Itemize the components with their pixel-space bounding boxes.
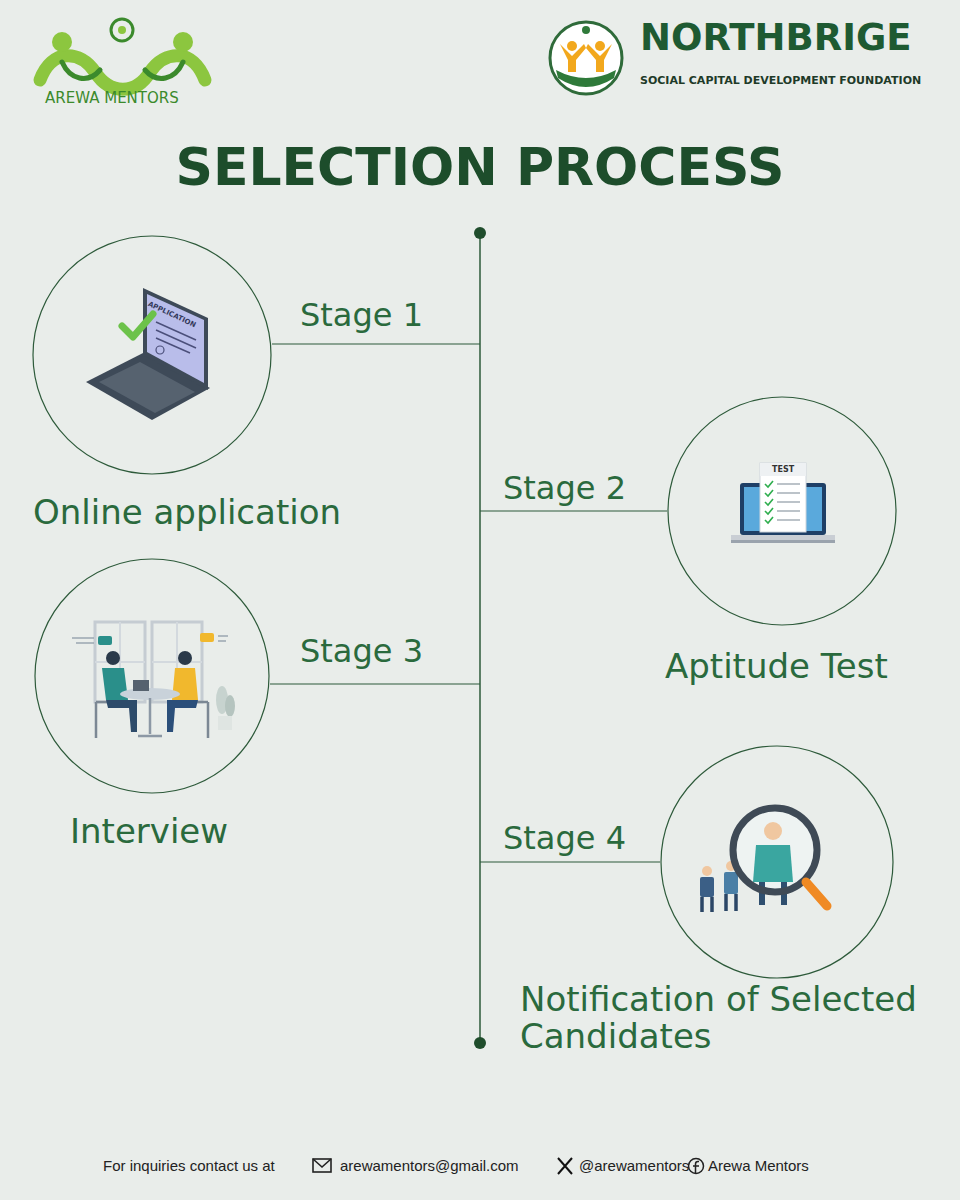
laptop-base [731, 540, 835, 543]
circle-outline [668, 397, 896, 625]
stage-branch [480, 510, 667, 511]
document-seal [156, 346, 164, 354]
search-illustration [700, 808, 827, 912]
circle-outline [33, 236, 271, 474]
person-body [724, 872, 738, 894]
logo-head [595, 41, 605, 51]
laptop-illustration [86, 288, 210, 420]
x-icon [558, 1158, 572, 1174]
person-legs [167, 700, 198, 732]
magnifier-handle [806, 882, 827, 906]
speech-bubble [98, 636, 112, 645]
stage-number: Stage 3 [300, 632, 423, 670]
contact-text: For inquiries contact us at [103, 1157, 275, 1175]
stage-name: Online application [33, 494, 433, 531]
stage-circle: Aptitude Test [667, 396, 897, 626]
circle-outline [35, 559, 269, 793]
logo-figure [560, 44, 586, 72]
stage-name: Interview [70, 813, 370, 850]
logo-emblem [118, 26, 126, 34]
circle-outline [32, 235, 272, 475]
stage-name: Notification of Selected Candidates [520, 981, 950, 1055]
check-mark [122, 314, 153, 337]
diagram-title: SELECTION PROCESS [0, 137, 960, 197]
test-checks [765, 481, 773, 523]
person-head [178, 651, 192, 665]
logo-ground [556, 70, 616, 87]
plant-pot [218, 716, 232, 730]
facebook-icon [693, 1162, 699, 1174]
logo-name: AREWA MENTORS [45, 89, 179, 107]
laptop-screen [143, 288, 208, 390]
person-legs [726, 894, 736, 911]
stage-branch [270, 683, 480, 684]
northbrige-logo [550, 22, 622, 94]
speech-lines [218, 636, 228, 641]
document-line [156, 330, 196, 348]
mail-icon [313, 1159, 331, 1172]
person-body [753, 845, 793, 882]
logo-head [173, 32, 193, 52]
stage-circle: Notification of Selected Candidates [660, 745, 894, 979]
circle-outline [34, 558, 270, 794]
speech-lines [72, 638, 94, 643]
stage-branch [480, 861, 660, 862]
table-stand [138, 698, 162, 736]
person-legs [106, 700, 137, 732]
mail-icon [313, 1159, 331, 1167]
logo-head [567, 41, 577, 51]
logo-arms [62, 62, 183, 78]
plant [225, 695, 235, 717]
laptop [133, 680, 149, 691]
person-legs [702, 897, 712, 912]
logo-subtitle: SOCIAL CAPITAL DEVELOPMENT FOUNDATION [640, 74, 921, 87]
timeline-line [479, 233, 481, 1043]
facebook-icon [689, 1159, 704, 1174]
laptop-base [731, 535, 835, 540]
arewa-logo [40, 19, 205, 89]
timeline-dot [474, 1037, 486, 1049]
circle-outline [661, 746, 893, 978]
stage-circle: Online application [32, 235, 272, 475]
interview-illustration [72, 622, 235, 738]
circle-outline [660, 745, 894, 979]
window-frame [95, 622, 202, 702]
test-lines [777, 484, 800, 520]
logo-figures [40, 56, 205, 90]
test-illustration [731, 463, 835, 543]
stage-number: Stage 2 [503, 469, 626, 507]
laptop-display [147, 294, 204, 383]
test-paper [760, 463, 806, 532]
stage-number: Stage 4 [503, 819, 626, 857]
test-header [760, 463, 806, 476]
stage-number: Stage 1 [300, 296, 423, 334]
stage-circle: Interview [34, 558, 270, 794]
logo-dot [582, 26, 590, 34]
person-head [702, 866, 712, 876]
circle-outline [667, 396, 897, 626]
person-head [106, 651, 120, 665]
person-head [764, 822, 782, 840]
timeline [270, 227, 667, 1049]
logo-head [52, 32, 72, 52]
stage-branch [272, 343, 480, 344]
logo-emblem [111, 19, 133, 41]
document-line [156, 338, 190, 353]
footer-icons [313, 1158, 704, 1174]
contact-page: Arewa Mentors [708, 1157, 809, 1175]
contact-email: arewamentors@gmail.com [340, 1157, 519, 1175]
timeline-dot [474, 227, 486, 239]
person-body [700, 877, 714, 897]
contact-handle: @arewamentors [579, 1157, 689, 1175]
stage-name: Aptitude Test [665, 648, 955, 685]
logo-figure [586, 44, 612, 72]
logo-ring [550, 22, 622, 94]
logo-name: NORTHBRIGE [640, 16, 912, 60]
speech-bubble [200, 633, 214, 642]
paper-text: TEST [772, 465, 794, 475]
